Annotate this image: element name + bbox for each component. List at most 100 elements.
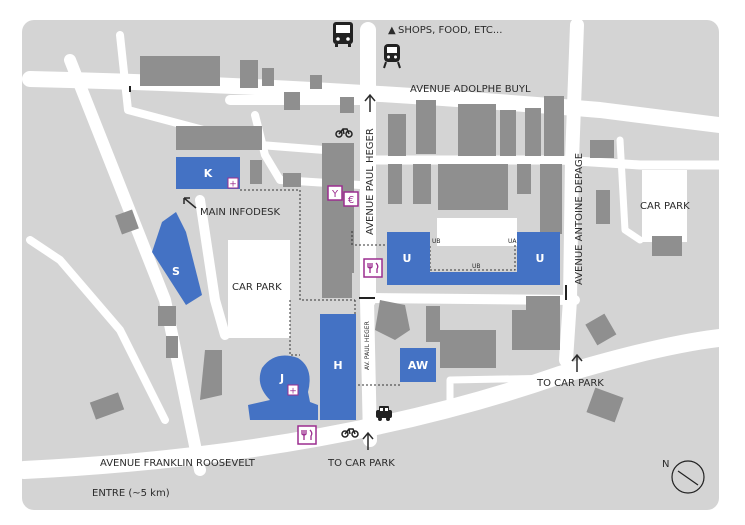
building-grey: [440, 330, 496, 368]
building-grey: [166, 336, 178, 358]
bus-icon: [333, 22, 353, 47]
road-avenue-adolphe-buyl: [22, 71, 727, 133]
road-right-inner: [616, 136, 644, 244]
road-diagonal-left-1: [64, 54, 206, 476]
building-grey: [176, 126, 262, 150]
building-label-k: K: [204, 167, 213, 180]
building-grey: [89, 392, 125, 420]
road-av-paul-heger-lower: [360, 293, 377, 447]
to-car-park-right-label: TO CAR PARK: [536, 378, 604, 389]
building-label-s: S: [172, 265, 180, 278]
arrow-up-icon: [364, 93, 376, 112]
svg-text:+: +: [289, 387, 297, 397]
street-label-adolphe-buyl: AVENUE ADOLPHE BUYL: [410, 84, 531, 95]
compass-icon: N: [662, 459, 705, 494]
svg-text:€: €: [348, 195, 354, 206]
street-label-av-paul-heger: AV. PAUL HEGER: [364, 321, 371, 370]
building-label-aw: AW: [408, 359, 428, 372]
bicycle-icon: [341, 428, 359, 438]
compass-north: N: [662, 459, 669, 470]
building-aw: [400, 348, 436, 382]
building-label-u-left: U: [403, 252, 412, 265]
road-mid-connector: [367, 155, 724, 170]
building-h: [320, 314, 356, 420]
restaurant-icon: [297, 425, 317, 445]
bar-icon: Y: [327, 185, 343, 201]
svg-text:Y: Y: [331, 189, 339, 200]
courtyard-u: [437, 218, 517, 246]
building-grey: [586, 387, 624, 423]
building-u: [387, 232, 560, 285]
medical-cross-icon: +: [227, 177, 239, 190]
road-diagonal-left-2: [26, 236, 169, 424]
small-label-ua: UA: [508, 238, 517, 245]
train-icon: [383, 44, 401, 69]
building-j: [248, 355, 318, 420]
building-grey: [544, 96, 564, 156]
building-grey: [388, 114, 406, 156]
street-label-paul-heger: AVENUE PAUL HEGER: [365, 128, 376, 235]
building-grey: [283, 173, 301, 187]
direction-arrows: [183, 93, 583, 450]
building-grey: [284, 92, 300, 110]
car-park-right-label: CAR PARK: [640, 201, 690, 212]
building-grey: [140, 56, 220, 86]
small-label-ub: UB: [432, 238, 441, 245]
building-grey: [416, 100, 436, 154]
building-grey: [526, 296, 560, 310]
centre-label: ENTRE (~5 km): [92, 488, 170, 499]
building-grey: [310, 75, 322, 89]
building-grey: [262, 68, 274, 86]
restaurant-icon: [363, 258, 383, 278]
car-park-center-area: [228, 240, 290, 338]
building-grey: [388, 164, 402, 204]
car-park-center-label: CAR PARK: [232, 282, 282, 293]
building-grey: [413, 164, 431, 204]
shops-marker: ▲: [388, 25, 396, 36]
building-grey: [322, 232, 352, 298]
highlighted-buildings: [152, 157, 560, 420]
building-grey: [500, 110, 516, 156]
building-grey: [652, 236, 682, 256]
arrow-upleft-icon: [183, 197, 197, 209]
arrow-up-icon: [571, 353, 583, 372]
medical-cross-icon: +: [287, 384, 299, 397]
building-grey: [158, 306, 176, 326]
building-grey: [426, 306, 440, 342]
building-grey: [458, 104, 496, 156]
building-grey: [340, 97, 354, 113]
building-grey: [590, 140, 614, 158]
building-label-j: J: [279, 372, 284, 385]
main-infodesk-label: MAIN INFODESK: [200, 207, 280, 218]
building-grey: [517, 164, 531, 194]
road-bottom-connector: [446, 374, 564, 414]
grey-buildings: [89, 56, 682, 423]
building-grey: [585, 313, 617, 346]
to-car-park-bottom-label: TO CAR PARK: [327, 458, 395, 469]
building-grey: [240, 60, 258, 88]
building-label-u-right: U: [536, 252, 545, 265]
street-label-antoine-depage: AVENUE ANTOINE DEPAGE: [574, 153, 585, 285]
road-left-car: [195, 195, 230, 340]
building-grey: [375, 300, 410, 340]
building-grey: [115, 209, 139, 235]
building-grey: [200, 350, 222, 400]
building-grey: [250, 160, 262, 184]
building-label-h: H: [333, 359, 342, 372]
road-markers: [129, 86, 567, 300]
building-s: [152, 212, 202, 305]
building-grey: [596, 190, 610, 224]
building-grey: [512, 310, 560, 350]
svg-text:+: +: [229, 180, 237, 190]
road-avenue-antoine-depage: [559, 18, 584, 367]
taxi-icon: [376, 406, 392, 421]
road-avenue-franklin-roosevelt: [15, 329, 728, 479]
bicycle-icon: [335, 128, 353, 138]
arrow-up-icon: [362, 431, 374, 450]
car-park-right-area: [642, 170, 687, 242]
building-grey: [438, 164, 508, 210]
street-label-franklin-roosevelt: AVENUE FRANKLIN ROOSEVELT: [100, 458, 256, 469]
shops-label: SHOPS, FOOD, ETC...: [398, 25, 502, 36]
small-label-ub: UB: [472, 263, 481, 270]
